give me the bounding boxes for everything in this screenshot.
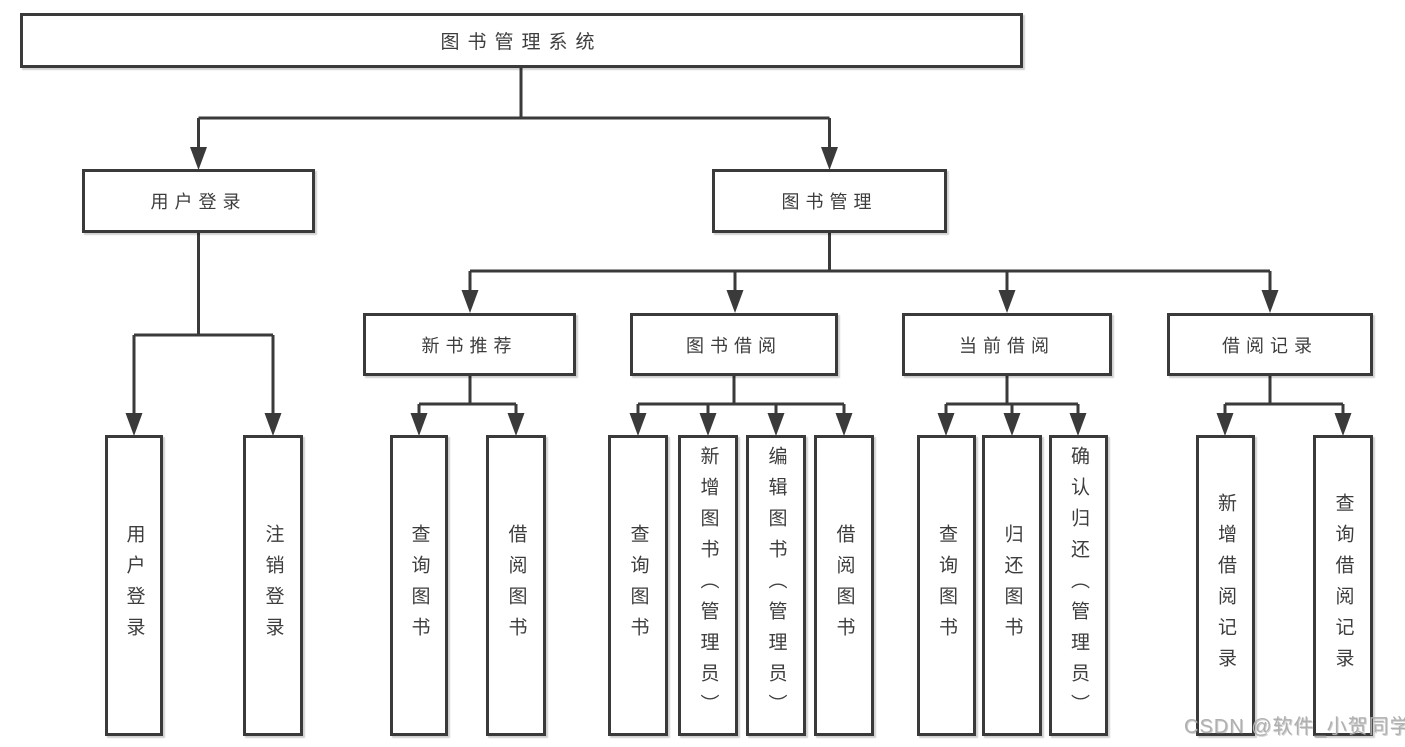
node-label: 借阅图书 bbox=[833, 523, 855, 648]
leaf-record-add-borrow-record: 新增借阅记录 bbox=[1196, 435, 1255, 736]
leaf-rec-borrow-book: 借阅图书 bbox=[486, 435, 546, 736]
node-label: 新书推荐 bbox=[421, 335, 518, 356]
node-label: 借阅记录 bbox=[1222, 335, 1318, 356]
node-new-book-recommendation: 新书推荐 bbox=[363, 313, 576, 376]
leaf-current-return-book: 归还图书 bbox=[982, 435, 1042, 736]
node-label: 确认归还（管理员） bbox=[1068, 446, 1089, 725]
node-label: 新增借阅记录 bbox=[1215, 492, 1236, 679]
connector-borrow-record-children bbox=[1216, 376, 1352, 436]
connector-current-borrow-children bbox=[937, 376, 1087, 436]
watermark: CSDN @软件_小贺同学 bbox=[1184, 716, 1405, 738]
node-label: 编辑图书（管理员） bbox=[765, 446, 787, 725]
node-label: 查询图书 bbox=[408, 523, 430, 648]
node-book-borrowing: 图书借阅 bbox=[630, 313, 838, 376]
leaf-current-query-book: 查询图书 bbox=[917, 435, 976, 736]
connector-book-borrow-children bbox=[629, 376, 853, 436]
node-label: 查询借阅记录 bbox=[1332, 492, 1354, 679]
leaf-rec-query-book: 查询图书 bbox=[390, 435, 448, 736]
leaf-borrow-add-book-admin: 新增图书（管理员） bbox=[678, 435, 738, 736]
node-label: 查询图书 bbox=[627, 523, 649, 648]
leaf-borrow-edit-book-admin: 编辑图书（管理员） bbox=[746, 435, 806, 736]
node-label: 借阅图书 bbox=[505, 523, 527, 648]
node-label: 新增图书（管理员） bbox=[697, 446, 719, 725]
connector-user-login-children bbox=[125, 233, 282, 436]
node-label: 图书借阅 bbox=[686, 335, 782, 356]
connector-book-mgmt-children bbox=[461, 233, 1279, 313]
node-book-management: 图书管理 bbox=[712, 169, 947, 233]
leaf-user-login: 用户登录 bbox=[105, 435, 163, 736]
leaf-borrow-borrow-book: 借阅图书 bbox=[814, 435, 874, 736]
leaf-borrow-query-book: 查询图书 bbox=[608, 435, 668, 736]
leaf-current-confirm-return-admin: 确认归还（管理员） bbox=[1049, 435, 1108, 736]
node-current-borrowing: 当前借阅 bbox=[902, 313, 1112, 376]
node-label: 图书管理 bbox=[781, 192, 878, 212]
node-borrowing-records: 借阅记录 bbox=[1167, 313, 1373, 376]
node-label: 用户登录 bbox=[123, 523, 145, 648]
node-label: 图书管理系统 bbox=[440, 32, 603, 53]
node-library-management-system: 图书管理系统 bbox=[20, 13, 1023, 68]
node-label: 查询图书 bbox=[936, 523, 957, 648]
node-label: 归还图书 bbox=[1001, 523, 1023, 648]
node-user-login: 用户登录 bbox=[82, 169, 315, 233]
connector-new-book-rec-children bbox=[410, 376, 525, 436]
node-label: 当前借阅 bbox=[959, 335, 1055, 356]
connector-root-to-level2 bbox=[190, 68, 838, 170]
leaf-logout-login: 注销登录 bbox=[243, 435, 303, 736]
leaf-record-query-borrow-record: 查询借阅记录 bbox=[1313, 435, 1373, 736]
node-label: 注销登录 bbox=[262, 523, 284, 648]
node-label: 用户登录 bbox=[150, 192, 247, 212]
